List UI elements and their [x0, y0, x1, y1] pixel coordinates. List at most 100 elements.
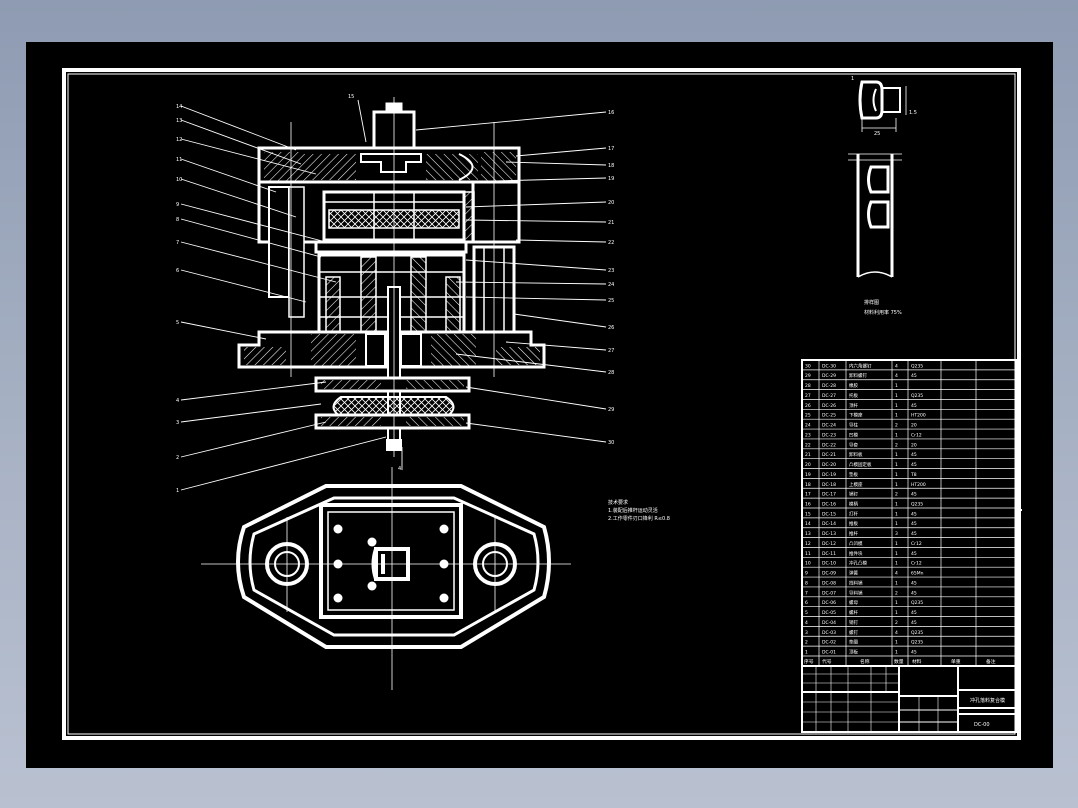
bom-cell-qty: 2 [895, 442, 898, 448]
bom-cell-mat: 20 [911, 423, 917, 429]
bom-cell-name: 上模座 [849, 481, 863, 488]
bom-cell-qty: 4 [895, 571, 898, 577]
callout: 11 [176, 157, 182, 163]
callouts-left: 14 13 12 11 10 9 8 7 6 5 4 3 2 1 [176, 104, 182, 494]
bom-cell-name: 推板 [849, 520, 858, 527]
bom-cell-code: DC-17 [822, 492, 836, 498]
bom-cell-mat: 20 [911, 442, 917, 448]
bom-cell-name: 推件块 [849, 550, 863, 557]
callout: 12 [176, 137, 182, 143]
bom-cell-no: 29 [805, 373, 811, 379]
bom-cell-qty: 1 [895, 383, 898, 389]
bom-cell-no: 2 [805, 640, 808, 646]
bom-cell-mat: Q235 [911, 502, 923, 508]
svg-text:1.5: 1.5 [909, 110, 917, 116]
bom-cell-name: 导柱 [849, 422, 858, 429]
callout: 21 [608, 220, 614, 226]
strip-label: 排样图 材料利用率 75% [864, 299, 902, 316]
plan-holes [333, 524, 449, 603]
callout: 19 [608, 176, 614, 182]
svg-text:1.装配后推杆运动灵活: 1.装配后推杆运动灵活 [608, 507, 658, 514]
callout: 5 [176, 320, 179, 326]
bom-cell-name: 内六角螺钉 [849, 362, 872, 369]
bom-cell-qty: 1 [895, 502, 898, 508]
bom-cell-qty: 1 [895, 600, 898, 606]
bom-cell-no: 22 [805, 442, 811, 448]
bom-cell-name: 推杆 [849, 530, 858, 537]
bom-cell-mat: Q235 [911, 600, 923, 606]
callout: 10 [176, 177, 182, 183]
svg-text:材料: 材料 [912, 658, 922, 665]
svg-text:数量: 数量 [894, 658, 904, 665]
bom-cell-mat: 45 [911, 521, 917, 527]
callout: 23 [608, 268, 614, 274]
bom-cell-no: 20 [805, 462, 811, 468]
bom-cell-no: 17 [805, 492, 811, 498]
bom-cell-no: 16 [805, 502, 811, 508]
bom-cell-mat: 45 [911, 590, 917, 596]
bom-cell-name: 模柄 [849, 501, 858, 508]
bom-cell-qty: 2 [895, 423, 898, 429]
callouts-right: 16 17 18 19 20 21 22 23 24 25 26 27 28 2… [348, 94, 614, 472]
bom-cell-no: 30 [805, 363, 811, 369]
svg-text:序号: 序号 [804, 658, 814, 665]
bom-cell-code: DC-25 [822, 413, 836, 419]
die-plan-view [201, 467, 571, 690]
bom-cell-name: 凸凹模 [849, 540, 863, 547]
bom-cell-code: DC-01 [822, 650, 836, 656]
callout: 3 [176, 420, 179, 426]
bom-cell-name: 销钉 [849, 619, 858, 626]
bom-cell-name: 导套 [849, 441, 858, 448]
bom-header: 序号 代号 名称 数量 材料 单重 备注 [804, 658, 996, 665]
bom-cell-name: 顶杆 [849, 402, 858, 409]
bom-cell-mat: 45 [911, 511, 917, 517]
bom-cell-code: DC-22 [822, 442, 836, 448]
bom-cell-mat: 65Mn [911, 571, 924, 577]
callout: 27 [608, 348, 614, 354]
callout: 4 [398, 466, 401, 472]
bom-cell-qty: 1 [895, 403, 898, 409]
callout: 14 [176, 104, 182, 110]
callout: 28 [608, 370, 614, 376]
callout: 2 [176, 455, 179, 461]
bom-cell-code: DC-27 [822, 393, 836, 399]
bom-cell-code: DC-29 [822, 373, 836, 379]
bom-cell-name: 橡胶 [849, 382, 858, 389]
bom-cell-name: 挡料销 [849, 579, 863, 586]
bom-cell-name: 顶板 [849, 649, 858, 656]
bom-cell-no: 9 [805, 571, 808, 577]
bom-cell-no: 27 [805, 393, 811, 399]
bom-cell-mat: 45 [911, 373, 917, 379]
callout: 6 [176, 268, 179, 274]
bom-cell-mat: 45 [911, 551, 917, 557]
svg-text:25: 25 [874, 131, 880, 137]
bom-cell-name: 螺钉 [849, 629, 858, 636]
bom-cell-mat: T8 [910, 472, 917, 478]
bom-cell-code: DC-13 [822, 531, 836, 537]
callout: 29 [608, 407, 614, 413]
bom-cell-no: 13 [805, 531, 811, 537]
bom-cell-no: 19 [805, 472, 811, 478]
frame-outer [62, 68, 1021, 740]
cad-viewport[interactable]: 14 13 12 11 10 9 8 7 6 5 4 3 2 1 16 17 1… [26, 42, 1053, 768]
bom-cell-code: DC-30 [822, 363, 836, 369]
bom-cell-mat: Cr12 [911, 561, 922, 567]
strip-layout [848, 153, 902, 278]
bom-cell-qty: 2 [895, 620, 898, 626]
bom-cell-qty: 1 [895, 541, 898, 547]
svg-text:冲孔落料复合模: 冲孔落料复合模 [970, 697, 1005, 704]
bom-cell-mat: HT200 [911, 482, 926, 488]
bom-cell-qty: 3 [895, 531, 898, 537]
bom-cell-name: 打杆 [849, 510, 858, 517]
bom-cell-no: 1 [805, 650, 808, 656]
bom-cell-code: DC-24 [822, 423, 836, 429]
callout: 7 [176, 240, 179, 246]
bom-cell-code: DC-28 [822, 383, 836, 389]
bom-cell-no: 26 [805, 403, 811, 409]
bom-cell-name: 螺杆 [849, 609, 858, 616]
plan-outer [236, 484, 551, 649]
bom-cell-qty: 1 [895, 432, 898, 438]
bom-cell-no: 4 [805, 620, 808, 626]
bom-cell-name: 凸模固定板 [849, 461, 872, 468]
